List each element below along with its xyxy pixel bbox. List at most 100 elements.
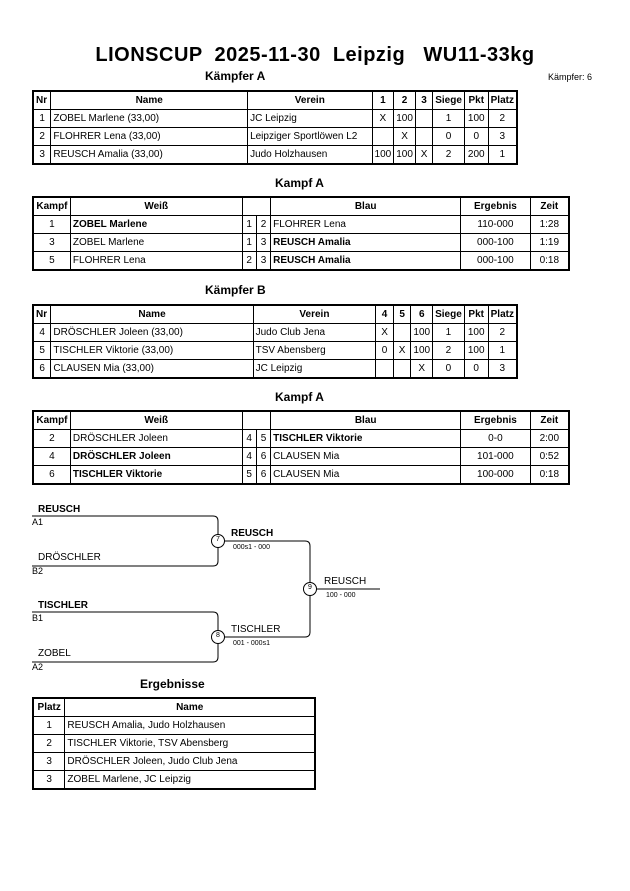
result-name: DRÖSCHLER Joleen, Judo Club Jena <box>64 752 316 771</box>
results-header-row: Platz Name <box>32 697 316 717</box>
white-fighter-number: 2 <box>241 251 257 271</box>
col-header: Platz <box>32 697 66 717</box>
wins-cell: 2 <box>432 145 465 165</box>
bracket-sf2-bot-name: ZOBEL <box>38 648 71 659</box>
bracket-fight-9-score: 100 - 000 <box>326 592 356 599</box>
bracket-fight-7-number: 7 <box>216 536 220 543</box>
fights-b-header-row: Kampf Weiß Blau Ergebnis Zeit <box>32 410 570 430</box>
result-name: TISCHLER Viktorie, TSV Abensberg <box>64 734 316 753</box>
pool-b-header-row: Nr Name Verein 4 5 6 Siege Pkt Platz <box>32 304 518 324</box>
blue-fighter-number: 3 <box>255 233 272 252</box>
score-cell <box>414 127 434 146</box>
bracket-sf1-top-name: REUSCH <box>38 504 81 515</box>
page-title: LIONSCUP 2025-11-30 Leipzig WU11-33kg <box>95 44 535 66</box>
white-fighter-number: 5 <box>241 465 257 485</box>
place-cell: 1 <box>487 341 518 360</box>
bracket-sf2-top-name: TISCHLER <box>38 600 88 611</box>
fight-result: 000-100 <box>460 233 531 252</box>
fighter-club: JC Leipzig <box>252 359 377 379</box>
bracket-sf1-bot-seed: B2 <box>32 566 44 576</box>
bracket-fight-7-score: 000s1 - 000 <box>233 544 270 551</box>
bracket-fight-8-winner: TISCHLER <box>231 624 281 635</box>
place-cell: 3 <box>487 359 518 379</box>
blue-fighter: REUSCH Amalia <box>270 233 462 252</box>
bracket-sf2-bot-seed: A2 <box>32 662 44 672</box>
blue-fighter: CLAUSEN Mia <box>270 447 462 466</box>
result-name: REUSCH Amalia, Judo Holzhausen <box>64 716 316 735</box>
fight-time: 0:18 <box>529 465 570 485</box>
place-cell: 1 <box>487 145 518 165</box>
bracket-fight-9-winner: REUSCH <box>324 576 367 587</box>
fighter-club: TSV Abensberg <box>252 341 377 360</box>
blue-fighter-number: 3 <box>255 251 272 271</box>
fights-b-heading: Kampf A <box>275 390 324 404</box>
white-fighter-number: 4 <box>241 429 257 448</box>
fight-result: 000-100 <box>460 251 531 271</box>
fights-a-header-row: Kampf Weiß Blau Ergebnis Zeit <box>32 196 570 216</box>
pool-a-heading: Kämpfer A <box>205 69 266 83</box>
result-name: ZOBEL Marlene, JC Leipzig <box>64 770 316 790</box>
bracket-fight-8-number: 8 <box>216 632 220 639</box>
blue-fighter-number: 6 <box>255 465 272 485</box>
blue-fighter-number: 6 <box>255 447 272 466</box>
results-heading: Ergebnisse <box>140 677 205 691</box>
fight-number: 5 <box>32 251 71 271</box>
col-header: Name <box>64 697 316 717</box>
wins-cell: 0 <box>432 127 465 146</box>
points-cell: 200 <box>463 145 489 165</box>
fight-number: 2 <box>32 429 71 448</box>
fights-a-heading: Kampf A <box>275 176 324 190</box>
white-fighter-number: 4 <box>241 447 257 466</box>
fighter-name: TISCHLER Viktorie (33,00) <box>50 341 254 360</box>
fight-time: 0:18 <box>529 251 570 271</box>
result-place: 1 <box>32 716 66 735</box>
score-cell: X <box>410 359 434 379</box>
fight-result: 100-000 <box>460 465 531 485</box>
bracket-fight-9-number: 9 <box>308 584 312 591</box>
fight-number: 4 <box>32 447 71 466</box>
bracket-sf1-top-seed: A1 <box>32 517 44 527</box>
bracket-sf2-top-seed: B1 <box>32 613 44 623</box>
bracket-fight-8-score: 001 - 000s1 <box>233 640 270 647</box>
white-fighter-number: 1 <box>241 215 257 234</box>
result-place: 3 <box>32 752 66 771</box>
result-place: 2 <box>32 734 66 753</box>
col-header: Zeit <box>529 196 570 216</box>
pool-b-heading: Kämpfer B <box>205 283 266 297</box>
fight-time: 1:19 <box>529 233 570 252</box>
fighter-club: Leipziger Sportlöwen L2 <box>247 127 373 146</box>
result-place: 3 <box>32 770 66 790</box>
place-cell: 3 <box>487 127 518 146</box>
fight-number: 3 <box>32 233 71 252</box>
fighters-count: Kämpfer: 6 <box>548 72 593 82</box>
fighter-club: Judo Holzhausen <box>247 145 373 165</box>
bracket-sf1-bot-name: DRÖSCHLER <box>38 552 101 563</box>
score-cell: X <box>414 145 434 165</box>
white-fighter-number: 1 <box>241 233 257 252</box>
bracket-fight-7-winner: REUSCH <box>231 528 274 539</box>
fight-number: 6 <box>32 465 71 485</box>
fight-result: 101-000 <box>460 447 531 466</box>
fighter-name: CLAUSEN Mia (33,00) <box>50 359 254 379</box>
